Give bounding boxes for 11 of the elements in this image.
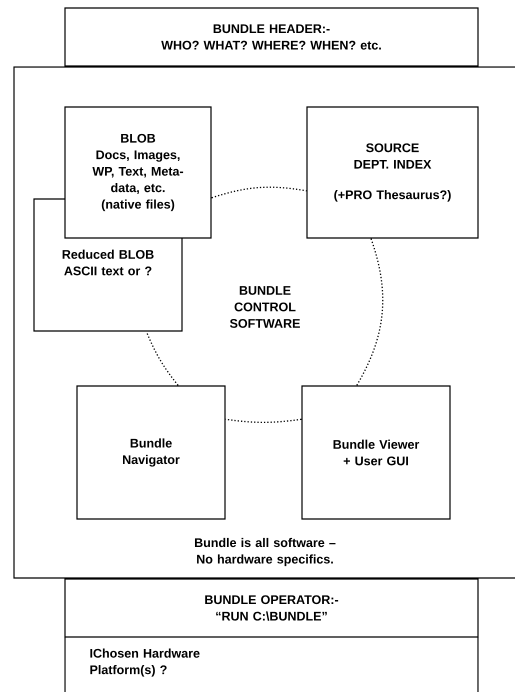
dotted-connector	[146, 332, 179, 386]
header-box: BUNDLE HEADER:- WHO? WHAT? WHERE? WHEN? etc.	[64, 7, 479, 67]
dotted-connector	[211, 186, 306, 198]
process-box: Bundle Viewer + User GUI	[301, 385, 451, 520]
dotted-connector	[356, 238, 384, 386]
process-box: SOURCE DEPT. INDEX (+PRO Thesaurus?)	[306, 106, 479, 239]
platform-box: IChosen Hardware Platform(s) ?	[64, 637, 479, 692]
operator-box: BUNDLE OPERATOR:- “RUN C:\BUNDLE”	[64, 578, 479, 638]
process-box: BLOB Docs, Images, WP, Text, Meta-data, etc. (native files)	[64, 106, 212, 239]
dotted-connector	[226, 418, 302, 423]
process-box: Bundle Navigator	[76, 385, 226, 520]
